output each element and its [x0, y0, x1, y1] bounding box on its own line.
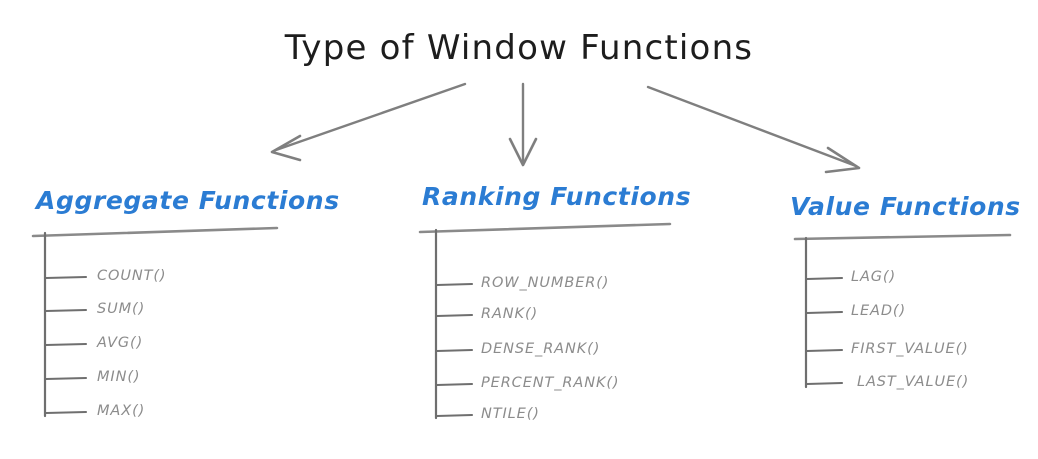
list-item: LAST_VALUE()	[857, 374, 970, 390]
bracket-ranking	[418, 222, 672, 420]
arrow-to-value-icon	[646, 85, 861, 174]
bracket-aggregate	[31, 226, 279, 418]
list-item: COUNT()	[97, 268, 167, 284]
list-item: LEAD()	[851, 303, 907, 319]
list-item: NTILE()	[481, 406, 540, 422]
list-item: ROW_NUMBER()	[481, 275, 610, 291]
list-item: LAG()	[851, 269, 897, 285]
arrow-to-ranking-icon	[508, 82, 538, 167]
list-item: FIRST_VALUE()	[851, 341, 969, 357]
branch-heading-ranking: Ranking Functions	[422, 182, 692, 211]
list-item: RANK()	[481, 306, 539, 322]
bracket-value	[793, 233, 1012, 389]
list-item: AVG()	[97, 335, 144, 351]
branch-heading-value: Value Functions	[790, 192, 1021, 221]
list-item: DENSE_RANK()	[481, 341, 601, 357]
list-item: MAX()	[97, 403, 146, 419]
list-item: SUM()	[97, 301, 146, 317]
branch-heading-aggregate: Aggregate Functions	[36, 186, 340, 215]
list-item: MIN()	[97, 369, 141, 385]
list-item: PERCENT_RANK()	[481, 375, 620, 391]
arrow-to-aggregate-icon	[270, 82, 467, 162]
page-title: Type of Window Functions	[284, 28, 754, 68]
